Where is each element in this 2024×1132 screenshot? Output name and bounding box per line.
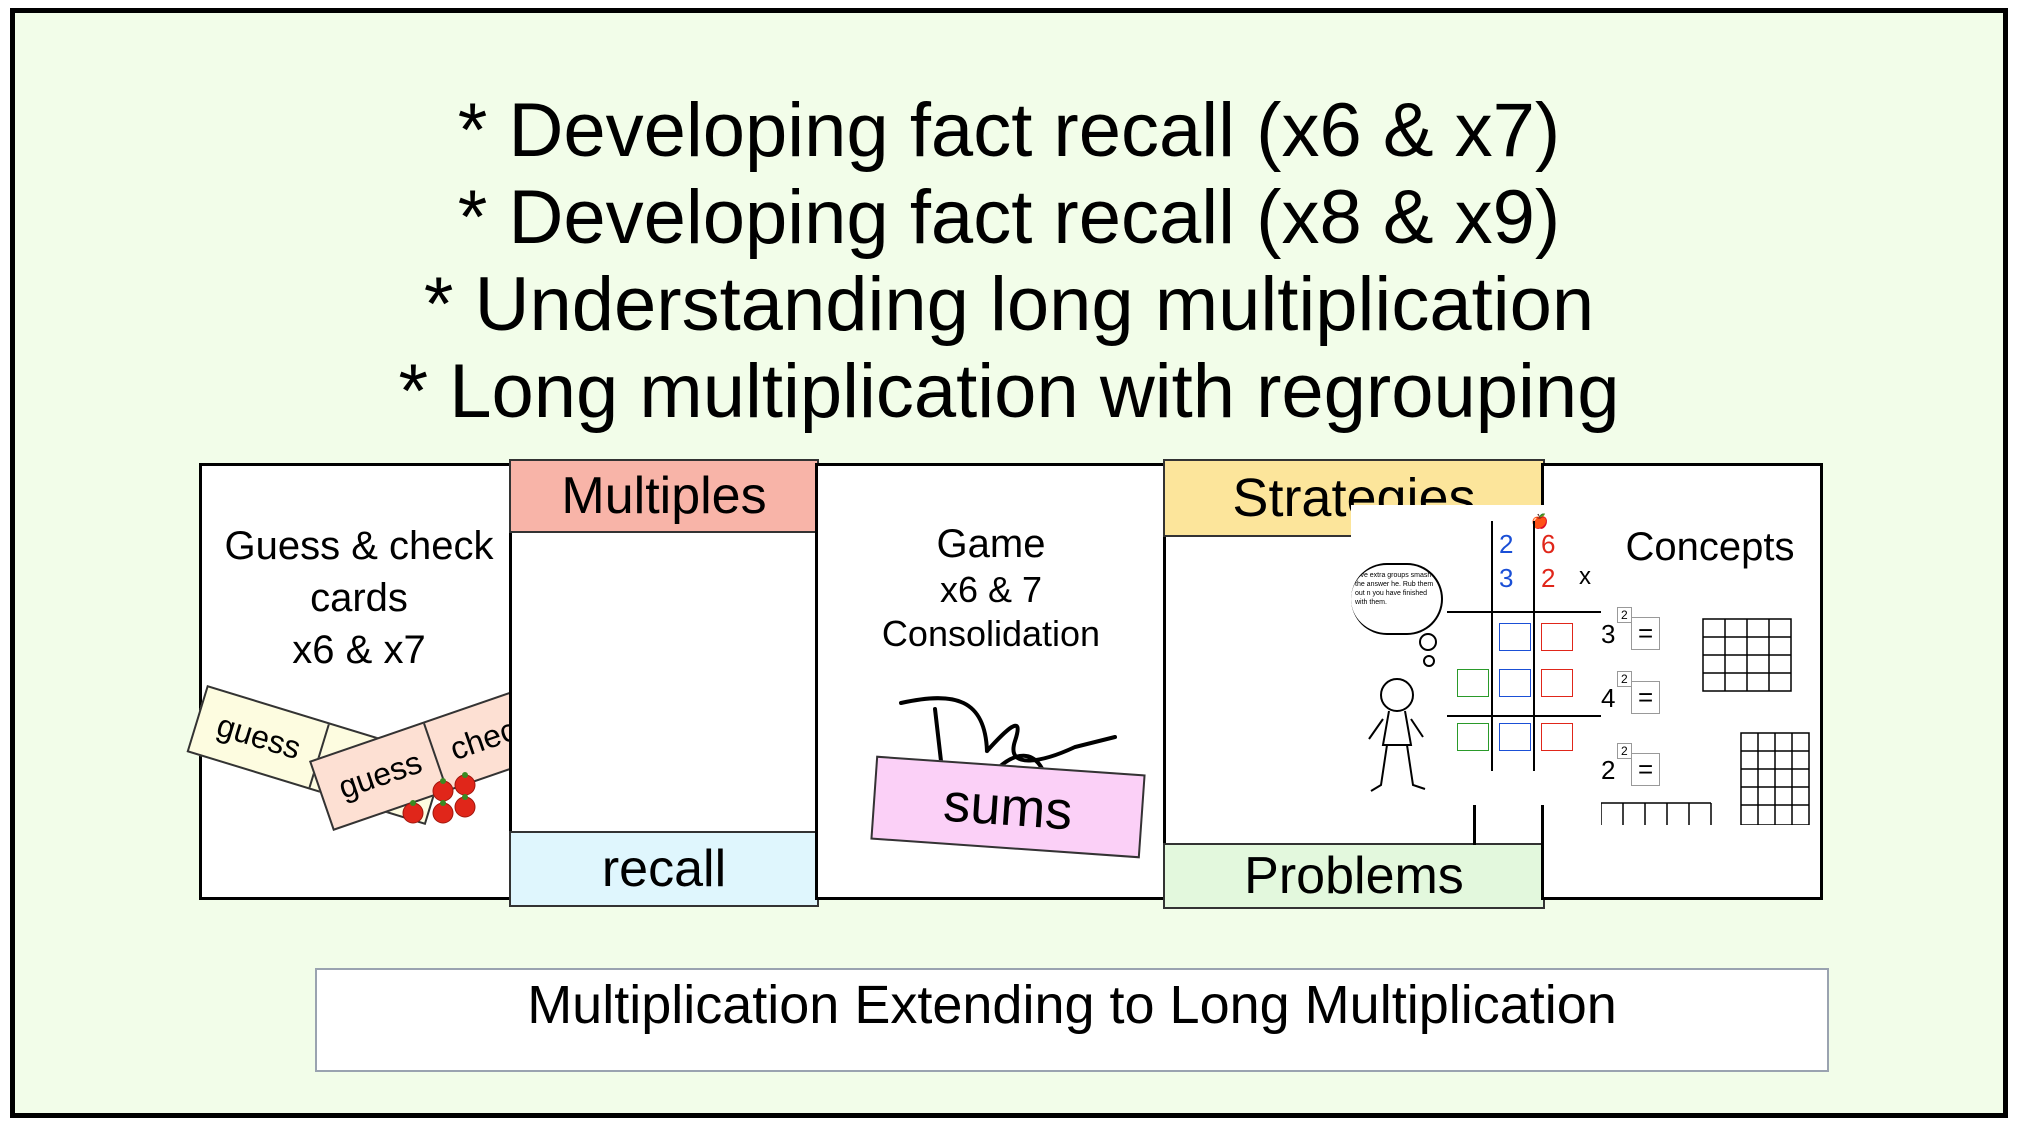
slide: * Developing fact recall (x6 & x7) * Dev… — [10, 8, 2008, 1118]
caption-box: Multiplication Extending to Long Multipl… — [315, 968, 1829, 1072]
bubble-dot — [1423, 655, 1435, 667]
answer-box — [1499, 723, 1531, 751]
concepts-label: Concepts — [1625, 525, 1795, 569]
square-row-2-exponent: 2 — [1617, 671, 1632, 687]
recall-tag[interactable]: recall — [509, 831, 819, 907]
answer-box — [1541, 723, 1573, 751]
square-row-1-exponent: 2 — [1617, 607, 1632, 623]
square-row-2-number: 4 — [1601, 683, 1616, 713]
answer-box — [1499, 623, 1531, 651]
thought-bubble: love extra groups smash the answer he. R… — [1351, 563, 1443, 635]
game-subtitle: Consolidation — [881, 613, 1101, 654]
times-sign: x — [1579, 563, 1591, 590]
character-icon — [1368, 678, 1426, 792]
guess-card-back-label: guess — [212, 706, 306, 767]
digit-top-tens: 2 — [1499, 529, 1514, 559]
grid-line — [1447, 611, 1601, 613]
answer-box — [1541, 623, 1573, 651]
answer-box — [1541, 669, 1573, 697]
square-row-2-equals: = — [1631, 681, 1661, 714]
heading-line-4: * Long multiplication with regrouping — [398, 349, 1620, 434]
connector-line — [1473, 805, 1476, 845]
heading-line-2: * Developing fact recall (x8 & x9) — [457, 175, 1561, 260]
game-title: Game — [936, 522, 1046, 566]
digit-mid-tens: 3 — [1499, 563, 1514, 593]
apple-icon: 🍎 — [1531, 513, 1549, 529]
square-row-1-equals: = — [1631, 617, 1661, 650]
digit-top-ones: 6 — [1541, 529, 1556, 559]
tomato-icon — [402, 772, 476, 824]
square-row-1-number: 3 — [1601, 619, 1616, 649]
square-row-3-equals: = — [1631, 753, 1661, 786]
scribble-drawing — [899, 696, 1117, 777]
guess-check-title: Guess & check — [224, 524, 494, 568]
grid-line — [1447, 715, 1601, 717]
guess-check-subtitle: cards — [310, 576, 408, 620]
square-row-3-number: 2 — [1601, 755, 1616, 785]
problems-tag[interactable]: Problems — [1163, 843, 1545, 909]
heading-line-1: * Developing fact recall (x6 & x7) — [457, 88, 1561, 173]
grid-line — [1533, 521, 1535, 771]
square-row-3-exponent: 2 — [1617, 743, 1632, 759]
digit-mid-ones: 2 — [1541, 563, 1556, 593]
concepts-sheet-image: 3 2 = 4 2 = 2 2 = — [1601, 587, 1811, 825]
answer-box — [1457, 669, 1489, 697]
answer-box — [1457, 723, 1489, 751]
grid-line — [1491, 521, 1493, 771]
worksheet-image: 🍎 2 6 3 2 x love extra groups smash the … — [1351, 505, 1601, 805]
answer-box — [1499, 669, 1531, 697]
bubble-dot — [1419, 633, 1437, 651]
guess-check-times: x6 & x7 — [292, 628, 426, 672]
multiples-tag[interactable]: Multiples — [509, 459, 819, 533]
heading-line-3: * Understanding long multiplication — [423, 262, 1595, 347]
game-times: x6 & 7 — [939, 569, 1043, 610]
square-grids-icon — [1601, 618, 1810, 825]
guess-check-panel[interactable]: Guess & check cards x6 & x7 — [199, 463, 519, 900]
